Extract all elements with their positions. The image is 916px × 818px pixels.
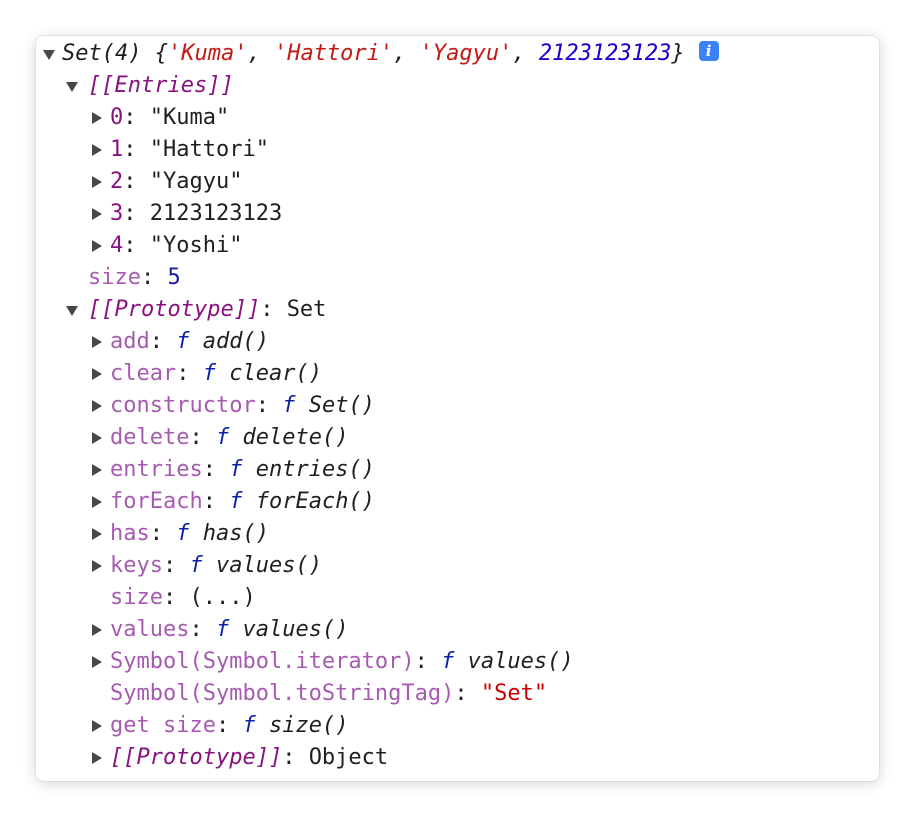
expand-triangle-icon[interactable] — [43, 50, 55, 60]
entry-index: 4 — [110, 233, 124, 258]
method-key: constructor — [110, 393, 256, 418]
expand-triangle-icon[interactable] — [92, 624, 102, 636]
size-key: size — [88, 265, 141, 290]
expand-triangle-icon[interactable] — [92, 144, 102, 156]
method-key: forEach — [110, 489, 203, 514]
console-object-inspector: Set(4) {'Kuma', 'Hattori', 'Yagyu', 2123… — [36, 36, 879, 781]
function-signature: forEach() — [255, 489, 375, 514]
function-signature: values() — [242, 617, 349, 642]
function-icon: f — [202, 361, 216, 386]
entry-index: 2 — [110, 169, 124, 194]
method-key: keys — [110, 553, 163, 578]
expand-triangle-icon[interactable] — [92, 368, 102, 380]
function-signature: entries() — [255, 457, 375, 482]
prototype-type: Set — [286, 297, 327, 322]
function-icon: f — [229, 457, 243, 482]
function-icon: f — [176, 521, 190, 546]
entry-value: "Hattori" — [149, 137, 269, 162]
set-prefix: Set(4) { — [62, 41, 168, 66]
set-summary: Set(4) {'Kuma', 'Hattori', 'Yagyu', 2123… — [62, 38, 719, 70]
function-icon: f — [441, 649, 455, 674]
function-signature: add() — [202, 329, 269, 354]
function-signature: values() — [215, 553, 322, 578]
entry-value: "Yoshi" — [149, 233, 243, 258]
prototype-label: [[Prototype]] — [88, 297, 261, 322]
entry-value: "Yagyu" — [149, 169, 243, 194]
function-icon: f — [229, 489, 243, 514]
function-signature: clear() — [229, 361, 322, 386]
function-signature: has() — [202, 521, 269, 546]
function-signature: values() — [467, 649, 574, 674]
info-icon[interactable]: i — [698, 41, 719, 61]
expand-triangle-icon[interactable] — [92, 176, 102, 188]
expand-triangle-icon[interactable] — [92, 656, 102, 668]
expand-triangle-icon[interactable] — [66, 306, 78, 316]
entry-value: 2123123123 — [149, 201, 283, 226]
symbol-tostringtag-key: Symbol(Symbol.toStringTag) — [110, 681, 455, 706]
expand-triangle-icon[interactable] — [92, 528, 102, 540]
method-key: add — [110, 329, 150, 354]
expand-triangle-icon[interactable] — [92, 560, 102, 572]
symbol-tostringtag-value: "Set" — [480, 681, 548, 706]
symbol-iterator-key: Symbol(Symbol.iterator) — [110, 649, 415, 674]
summary-item: 'Kuma' — [167, 41, 248, 66]
function-icon: f — [215, 617, 230, 642]
function-icon: f — [189, 553, 203, 578]
summary-item: 'Hattori' — [273, 41, 394, 66]
expand-triangle-icon[interactable] — [92, 336, 102, 348]
set-suffix: } — [671, 41, 685, 66]
entry-index: 0 — [110, 105, 124, 130]
get-size-key: get size — [110, 713, 216, 738]
expand-triangle-icon[interactable] — [92, 752, 102, 764]
entry-index: 1 — [110, 137, 124, 162]
expand-triangle-icon[interactable] — [92, 464, 102, 476]
method-key: has — [110, 521, 150, 546]
summary-item: 'Yagyu' — [419, 41, 513, 66]
function-icon: f — [282, 393, 296, 418]
inner-prototype-type: Object — [308, 745, 389, 770]
entry-value: "Kuma" — [149, 105, 230, 130]
expand-triangle-icon[interactable] — [92, 432, 102, 444]
entry-index: 3 — [110, 201, 124, 226]
expand-triangle-icon[interactable] — [92, 112, 102, 124]
expand-triangle-icon[interactable] — [92, 496, 102, 508]
function-signature: size() — [268, 713, 349, 738]
entries-label: [[Entries]] — [88, 73, 234, 98]
method-key: clear — [110, 361, 177, 386]
function-signature: delete() — [242, 425, 349, 450]
expand-triangle-icon[interactable] — [92, 400, 102, 412]
method-key: delete — [110, 425, 190, 450]
function-icon: f — [242, 713, 256, 738]
size-value: 5 — [167, 265, 181, 290]
inner-prototype-label: [[Prototype]] — [110, 745, 283, 770]
size-getter-value[interactable]: (...) — [189, 585, 256, 610]
function-icon: f — [215, 425, 230, 450]
expand-triangle-icon[interactable] — [92, 240, 102, 252]
method-key: entries — [110, 457, 203, 482]
size-getter-key: size — [110, 585, 163, 610]
expand-triangle-icon[interactable] — [92, 208, 102, 220]
function-icon: f — [176, 329, 190, 354]
values-key: values — [110, 617, 190, 642]
expand-triangle-icon[interactable] — [66, 82, 78, 92]
function-signature: Set() — [308, 393, 375, 418]
summary-number: 2123123123 — [538, 41, 672, 66]
expand-triangle-icon[interactable] — [92, 720, 102, 732]
